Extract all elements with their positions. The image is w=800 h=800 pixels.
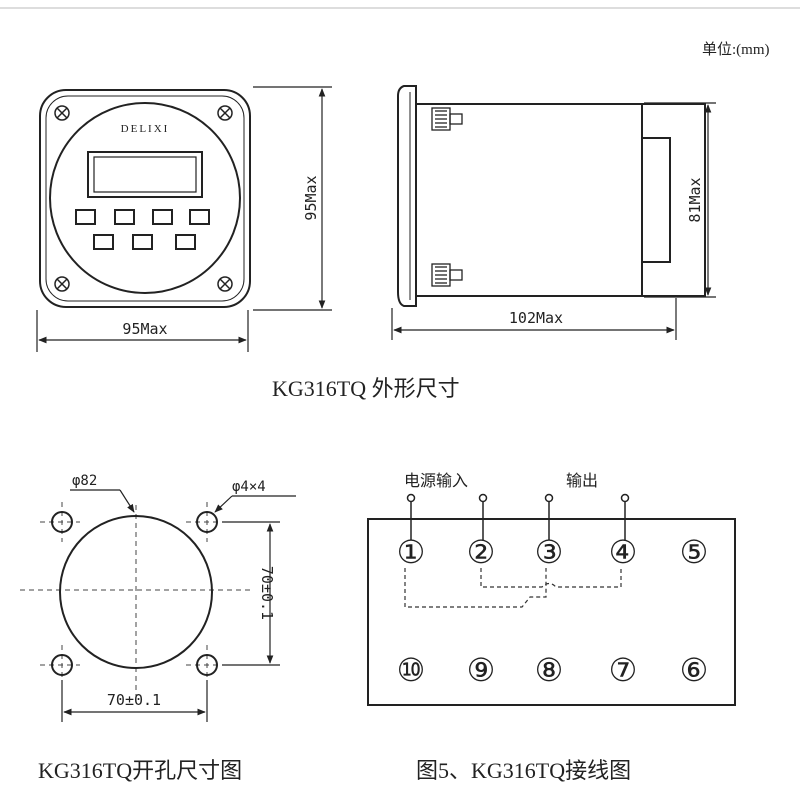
- screw-icon-bottom-left: [54, 276, 70, 292]
- terminal-label: ⑥: [680, 651, 709, 689]
- cutout-horizontal-dimension: [61, 680, 208, 722]
- terminal-label: ⑨: [467, 651, 496, 689]
- terminal-label: ⑧: [535, 651, 564, 689]
- terminal-label: ②: [467, 533, 496, 571]
- terminals-bottom-row: ⑩ ⑨ ⑧ ⑦ ⑥: [397, 651, 709, 689]
- side-screw-bottom: [431, 263, 463, 287]
- front-panel-inner: [45, 95, 245, 302]
- side-length-dimension: [391, 298, 677, 340]
- brand-label: DELIXI: [121, 123, 170, 135]
- terminal-label: ④: [609, 533, 638, 571]
- holes-label: φ4×4: [232, 479, 266, 495]
- side-length-label: 102Max: [509, 309, 563, 327]
- mounting-hole: [196, 654, 218, 676]
- lead-terminal-point: [620, 493, 630, 503]
- front-bezel-circle: [49, 102, 241, 294]
- screw-icon-top-left: [54, 105, 70, 121]
- internal-wiring: [404, 568, 622, 608]
- unit-note: 单位:(mm): [702, 41, 770, 58]
- front-button: [75, 209, 96, 225]
- rear-connector-block: [641, 137, 671, 263]
- front-height-dimension: [253, 86, 332, 311]
- front-button: [152, 209, 173, 225]
- output-label: 输出: [566, 471, 598, 490]
- terminal-block: [367, 518, 736, 706]
- cutout-main-hole: [59, 515, 213, 669]
- terminal-label: ⑩: [397, 651, 426, 689]
- screw-icon-bottom-right: [217, 276, 233, 292]
- cutout-caption: KG316TQ开孔尺寸图: [38, 758, 242, 783]
- terminal-label: ⑦: [609, 651, 638, 689]
- terminal-label: ⑤: [680, 533, 709, 571]
- screw-icon-top-right: [217, 105, 233, 121]
- power-input-label: 电源输入: [404, 471, 468, 490]
- front-button: [114, 209, 135, 225]
- lead-terminal-point: [544, 493, 554, 503]
- front-button: [189, 209, 210, 225]
- side-height-label: 81Max: [686, 177, 704, 222]
- outline-caption: KG316TQ 外形尺寸: [272, 376, 460, 401]
- holes-leader: [214, 495, 296, 513]
- side-flange: [397, 85, 417, 307]
- terminals-top-row: ① ② ③ ④ ⑤: [397, 533, 709, 571]
- lcd-display-window: [93, 156, 197, 193]
- mounting-hole: [51, 654, 73, 676]
- diameter-leader: [70, 489, 135, 513]
- front-button: [93, 234, 114, 250]
- lcd-display-outer: [87, 151, 203, 198]
- side-height-dimension: [644, 102, 716, 298]
- wiring-caption: 图5、KG316TQ接线图: [416, 758, 631, 783]
- front-button: [175, 234, 196, 250]
- front-width-dimension: [36, 310, 249, 352]
- front-height-label: 95Max: [302, 175, 320, 220]
- front-button: [132, 234, 153, 250]
- front-panel-outer: [39, 89, 251, 308]
- cutout-vertical-label: 70±0.1: [258, 566, 276, 620]
- terminal-label: ①: [397, 533, 426, 571]
- diameter-label: φ82: [72, 473, 97, 489]
- mounting-hole: [196, 511, 218, 533]
- side-screw-top: [431, 107, 463, 131]
- terminal-label: ③: [535, 533, 564, 571]
- mounting-hole: [51, 511, 73, 533]
- cutout-horizontal-label: 70±0.1: [107, 691, 161, 709]
- lead-terminal-point: [478, 493, 488, 503]
- terminal-leads: [406, 493, 630, 540]
- front-width-label: 95Max: [122, 320, 167, 338]
- cutout-vertical-dimension: [222, 521, 280, 666]
- front-view: [39, 89, 251, 308]
- cutout-mounting-holes: [51, 511, 218, 676]
- lead-terminal-point: [406, 493, 416, 503]
